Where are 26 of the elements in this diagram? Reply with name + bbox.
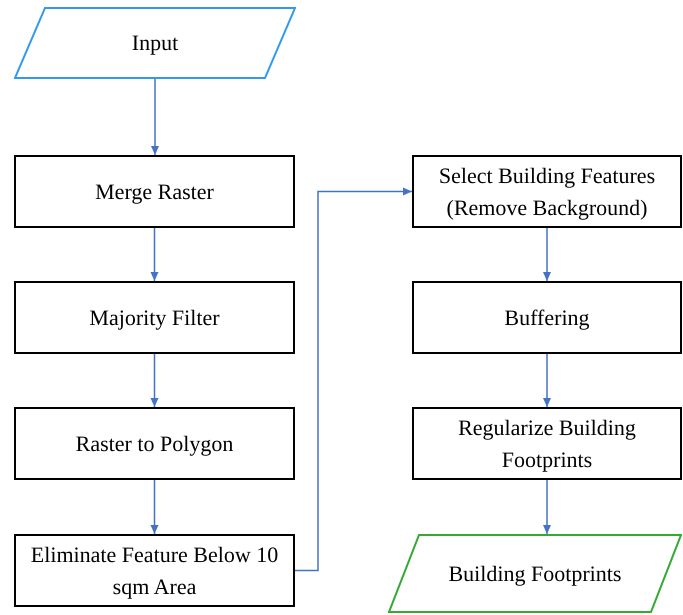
step-label: Merge Raster <box>94 178 215 206</box>
arrow <box>151 79 159 155</box>
process-box <box>412 155 682 228</box>
io-parallelogram <box>388 534 682 613</box>
step-label: Input <box>130 29 180 57</box>
step-label: Eliminate Feature Below 10 sqm Area <box>30 540 280 601</box>
step-label: Majority Filter <box>88 304 221 332</box>
process-box <box>14 155 295 228</box>
step-label: Building Footprints <box>448 560 622 588</box>
arrow <box>543 480 551 534</box>
step-label: Regularize Building Footprints <box>457 414 637 474</box>
arrow <box>150 480 158 534</box>
process-box <box>14 281 295 354</box>
arrow <box>543 228 551 281</box>
arrow <box>295 188 412 572</box>
process-box <box>14 534 295 607</box>
arrow <box>150 354 158 407</box>
process-box <box>412 407 682 480</box>
io-parallelogram <box>14 7 296 79</box>
step-label: Raster to Polygon <box>74 430 234 458</box>
arrow <box>543 354 551 407</box>
arrow <box>150 228 158 281</box>
step-label: Buffering <box>503 304 591 332</box>
process-box <box>412 281 682 354</box>
step-label: Select Building Features (Remove Background) <box>438 162 656 222</box>
process-box <box>14 407 295 480</box>
